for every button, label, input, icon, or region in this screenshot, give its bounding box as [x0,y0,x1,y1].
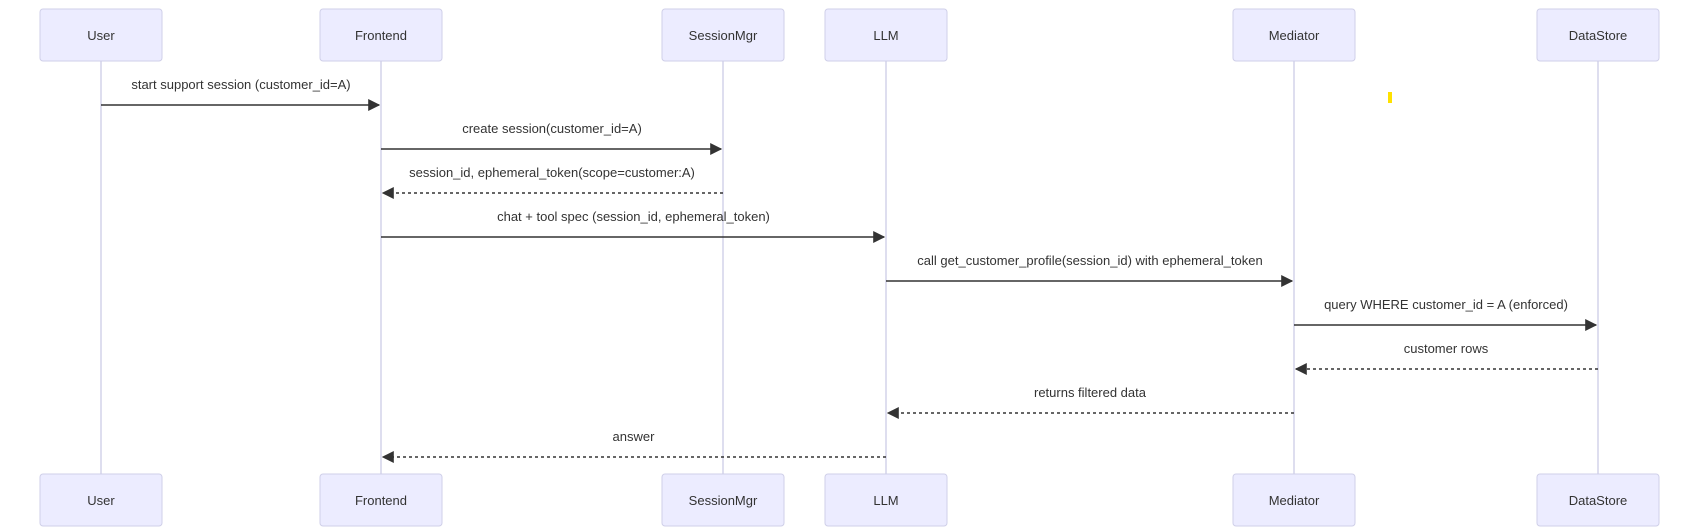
actor-box [824,473,948,527]
actor-box [1536,473,1660,527]
actor-box [39,473,163,527]
actor-sessionmgr-top: SessionMgr [661,8,785,62]
actor-label: DataStore [1569,28,1628,43]
message-label: query WHERE customer_id = A (enforced) [1324,297,1568,312]
actor-box [661,8,785,62]
actor-label: Frontend [355,28,407,43]
actor-box [319,8,443,62]
actor-label: Mediator [1269,493,1320,508]
message-5: call get_customer_profile(session_id) wi… [886,253,1294,287]
actor-box [1232,473,1356,527]
message-label: returns filtered data [1034,385,1147,400]
actor-label: Mediator [1269,28,1320,43]
message-4: chat + tool spec (session_id, ephemeral_… [381,209,886,243]
message-label: call get_customer_profile(session_id) wi… [917,253,1262,268]
actor-label: Frontend [355,493,407,508]
message-label: answer [613,429,656,444]
message-label: start support session (customer_id=A) [131,77,350,92]
actor-frontend-top: Frontend [319,8,443,62]
actor-box [39,8,163,62]
actor-user-bottom: User [39,473,163,527]
message-9: answer [381,429,886,463]
message-label: session_id, ephemeral_token(scope=custom… [409,165,695,180]
actor-label: User [87,493,115,508]
actor-box [661,473,785,527]
actor-mediator-bottom: Mediator [1232,473,1356,527]
highlight-marker [1388,92,1392,103]
message-6: query WHERE customer_id = A (enforced) [1294,297,1598,331]
actor-label: SessionMgr [689,493,758,508]
actors-top: User Frontend SessionMgr LLM Mediator DataSto… [39,8,1660,62]
message-8: returns filtered data [886,385,1294,419]
actor-datastore-bottom: DataStore [1536,473,1660,527]
actor-mediator-top: Mediator [1232,8,1356,62]
message-label: customer rows [1404,341,1489,356]
actor-frontend-bottom: Frontend [319,473,443,527]
actor-label: LLM [873,493,898,508]
message-1: start support session (customer_id=A) [101,77,381,111]
actor-label: SessionMgr [689,28,758,43]
actor-llm-bottom: LLM [824,473,948,527]
actor-label: DataStore [1569,493,1628,508]
actors-bottom: User Frontend SessionMgr LLM Mediator DataSto… [39,473,1660,527]
actor-datastore-top: DataStore [1536,8,1660,62]
actor-box [1536,8,1660,62]
message-label: create session(customer_id=A) [462,121,642,136]
actor-box [1232,8,1356,62]
actor-sessionmgr-bottom: SessionMgr [661,473,785,527]
actor-user-top: User [39,8,163,62]
actor-label: User [87,28,115,43]
messages: start support session (customer_id=A)cre… [101,77,1598,463]
actor-llm-top: LLM [824,8,948,62]
message-7: customer rows [1294,341,1598,375]
actor-box [824,8,948,62]
actor-box [319,473,443,527]
message-3: session_id, ephemeral_token(scope=custom… [381,165,723,199]
message-2: create session(customer_id=A) [381,121,723,155]
lifelines [100,61,1599,474]
actor-label: LLM [873,28,898,43]
message-label: chat + tool spec (session_id, ephemeral_… [497,209,770,224]
